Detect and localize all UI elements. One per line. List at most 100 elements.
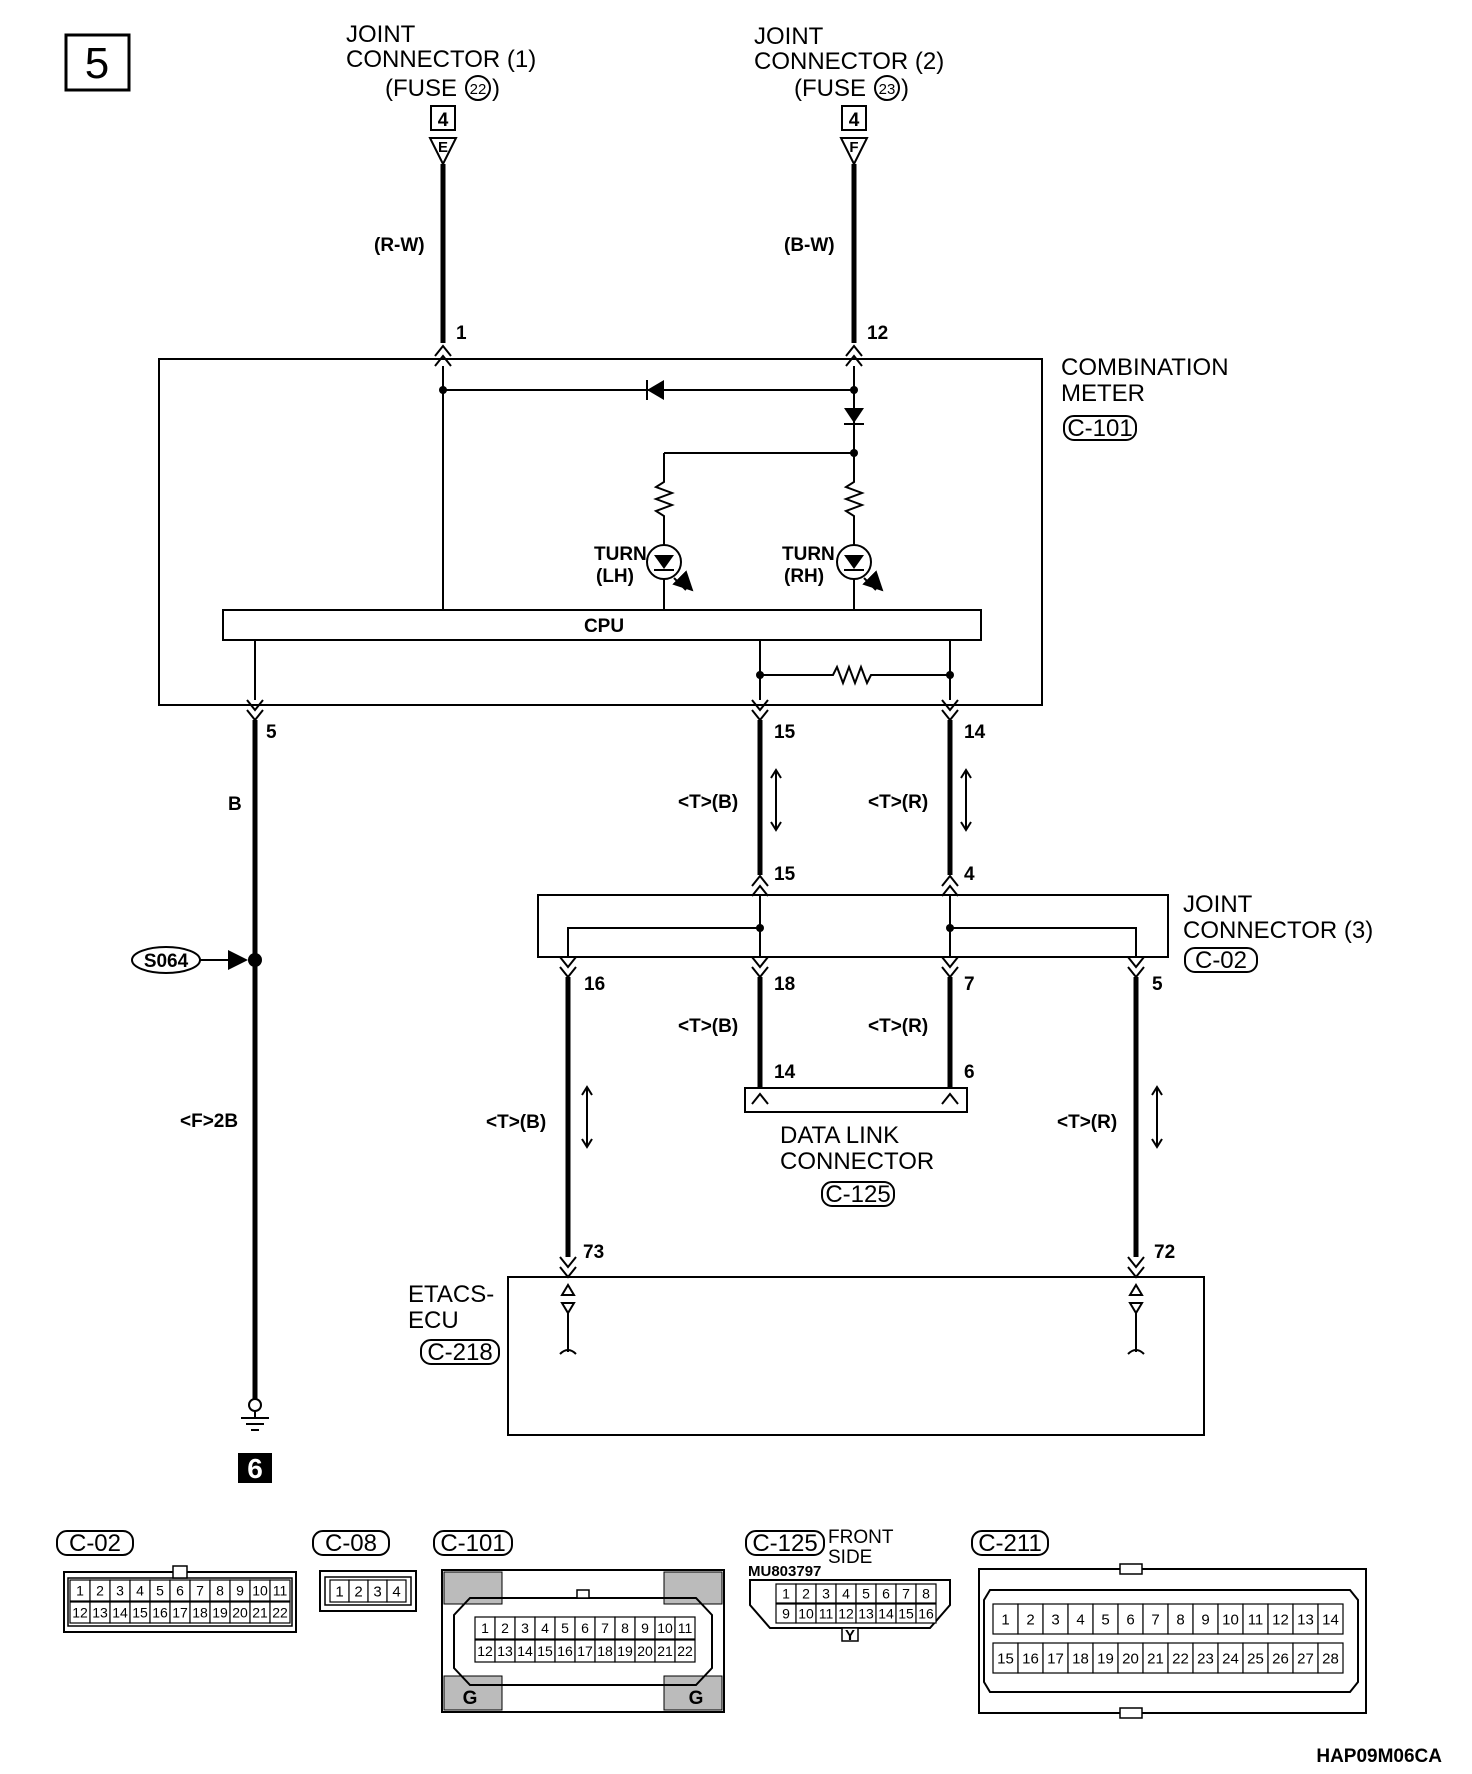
jc1-ref: 4 bbox=[438, 110, 449, 131]
cpu-label: CPU bbox=[584, 616, 624, 637]
svg-text:13: 13 bbox=[497, 1643, 513, 1659]
c02-pin-14: 14 bbox=[109, 1601, 131, 1624]
svg-text:9: 9 bbox=[1201, 1612, 1209, 1629]
c211-pin-16: 16 bbox=[1017, 1642, 1044, 1674]
c211-pin-1: 1 bbox=[992, 1603, 1019, 1635]
c211-pin-23: 23 bbox=[1192, 1642, 1219, 1674]
svg-text:26: 26 bbox=[1272, 1651, 1289, 1668]
svg-text:8: 8 bbox=[1176, 1612, 1184, 1629]
svg-text:12: 12 bbox=[477, 1643, 493, 1659]
c125-part: MU803797 bbox=[748, 1563, 821, 1580]
wire-label-b: B bbox=[228, 794, 242, 815]
c125-pin-9: 9 bbox=[775, 1603, 797, 1624]
svg-text:15: 15 bbox=[132, 1605, 148, 1621]
svg-text:8: 8 bbox=[621, 1620, 629, 1636]
svg-text:20: 20 bbox=[1122, 1651, 1139, 1668]
splice-label: S064 bbox=[144, 951, 189, 972]
c125-note1: FRONT bbox=[828, 1527, 894, 1548]
c125-pin-4: 4 bbox=[835, 1583, 857, 1604]
c211-pin-18: 18 bbox=[1067, 1642, 1094, 1674]
c101-pin-17: 17 bbox=[574, 1639, 596, 1663]
svg-text:10: 10 bbox=[1222, 1612, 1239, 1629]
svg-text:12: 12 bbox=[72, 1605, 88, 1621]
svg-text:1: 1 bbox=[481, 1620, 489, 1636]
jc2-arrow-letter: F bbox=[849, 139, 858, 156]
dlc-line1: DATA LINK bbox=[780, 1122, 899, 1149]
c125-pin-13: 13 bbox=[855, 1603, 877, 1624]
turn-rh-1: TURN bbox=[782, 544, 835, 565]
svg-text:19: 19 bbox=[1097, 1651, 1114, 1668]
c08-pin-3: 3 bbox=[367, 1579, 388, 1603]
c101-pin-14: 14 bbox=[514, 1639, 536, 1663]
c101-pin-5: 5 bbox=[554, 1616, 576, 1640]
svg-text:18: 18 bbox=[1072, 1651, 1089, 1668]
joint-connector-3-box bbox=[537, 894, 1169, 958]
wire-label-tr3: <T>(R) bbox=[1057, 1112, 1117, 1133]
wire-label-tb1: <T>(B) bbox=[678, 792, 738, 813]
pin-m1: 1 bbox=[456, 323, 467, 344]
svg-text:19: 19 bbox=[212, 1605, 228, 1621]
c125-pin-3: 3 bbox=[815, 1583, 837, 1604]
etacs-line1: ETACS- bbox=[408, 1281, 494, 1308]
svg-text:1: 1 bbox=[335, 1584, 343, 1601]
cpu-box bbox=[222, 609, 982, 641]
c02-pin-6: 6 bbox=[169, 1579, 191, 1602]
jc1-fuse-prefix: (FUSE bbox=[385, 75, 457, 102]
c101-pin-7: 7 bbox=[594, 1616, 616, 1640]
c02-pin-18: 18 bbox=[189, 1601, 211, 1624]
jc1-line1: JOINT bbox=[346, 21, 416, 48]
dlc-code: C-125 bbox=[825, 1181, 890, 1208]
dlc-line2: CONNECTOR bbox=[780, 1148, 934, 1175]
c101-pin-11: 11 bbox=[674, 1616, 696, 1640]
meter-line2: METER bbox=[1061, 380, 1145, 407]
c02-pin-2: 2 bbox=[89, 1579, 111, 1602]
svg-text:7: 7 bbox=[196, 1583, 204, 1599]
svg-text:6: 6 bbox=[1126, 1612, 1134, 1629]
jc3-line1: JOINT bbox=[1183, 891, 1253, 918]
c125-pin-1: 1 bbox=[775, 1583, 797, 1604]
svg-text:13: 13 bbox=[858, 1606, 874, 1622]
c125-note2: SIDE bbox=[828, 1547, 872, 1568]
svg-text:14: 14 bbox=[517, 1643, 533, 1659]
svg-text:3: 3 bbox=[521, 1620, 529, 1636]
svg-text:2: 2 bbox=[501, 1620, 509, 1636]
svg-text:28: 28 bbox=[1322, 1651, 1339, 1668]
c02-pin-12: 12 bbox=[69, 1601, 91, 1624]
svg-text:23: 23 bbox=[1197, 1651, 1214, 1668]
pin-j5: 5 bbox=[1152, 974, 1163, 995]
svg-text:5: 5 bbox=[862, 1586, 870, 1602]
pin-e72: 72 bbox=[1154, 1242, 1175, 1263]
svg-text:21: 21 bbox=[657, 1643, 673, 1659]
c02-pin-9: 9 bbox=[229, 1579, 251, 1602]
c08-code: C-08 bbox=[325, 1530, 377, 1557]
ground-ref: 6 bbox=[247, 1453, 263, 1484]
pin-e73: 73 bbox=[583, 1242, 604, 1263]
svg-text:9: 9 bbox=[782, 1606, 790, 1622]
turn-lh-1: TURN bbox=[594, 544, 647, 565]
c02-pin-7: 7 bbox=[189, 1579, 211, 1602]
c02-pin-4: 4 bbox=[129, 1579, 151, 1602]
c211-pin-12: 12 bbox=[1267, 1603, 1294, 1635]
svg-text:4: 4 bbox=[1076, 1612, 1084, 1629]
wire-label-bw: (B-W) bbox=[784, 235, 835, 256]
pin-m5: 5 bbox=[266, 722, 277, 743]
c211-pin-6: 6 bbox=[1117, 1603, 1144, 1635]
svg-text:10: 10 bbox=[252, 1583, 268, 1599]
svg-text:25: 25 bbox=[1247, 1651, 1264, 1668]
svg-text:20: 20 bbox=[637, 1643, 653, 1659]
c02-pin-13: 13 bbox=[89, 1601, 111, 1624]
svg-text:10: 10 bbox=[798, 1606, 814, 1622]
pin-j18: 18 bbox=[774, 974, 795, 995]
svg-text:16: 16 bbox=[152, 1605, 168, 1621]
svg-text:24: 24 bbox=[1222, 1651, 1239, 1668]
c211-pin-11: 11 bbox=[1242, 1603, 1269, 1635]
c02-pin-1: 1 bbox=[69, 1579, 91, 1602]
svg-text:6: 6 bbox=[176, 1583, 184, 1599]
joint-connector-2-header: JOINT CONNECTOR (2) (FUSE 23 ) 4 F bbox=[754, 23, 944, 167]
c211-pin-15: 15 bbox=[992, 1642, 1019, 1674]
svg-text:18: 18 bbox=[192, 1605, 208, 1621]
pin-d6: 6 bbox=[964, 1062, 975, 1083]
pin-j4: 4 bbox=[964, 864, 975, 885]
svg-text:21: 21 bbox=[252, 1605, 268, 1621]
